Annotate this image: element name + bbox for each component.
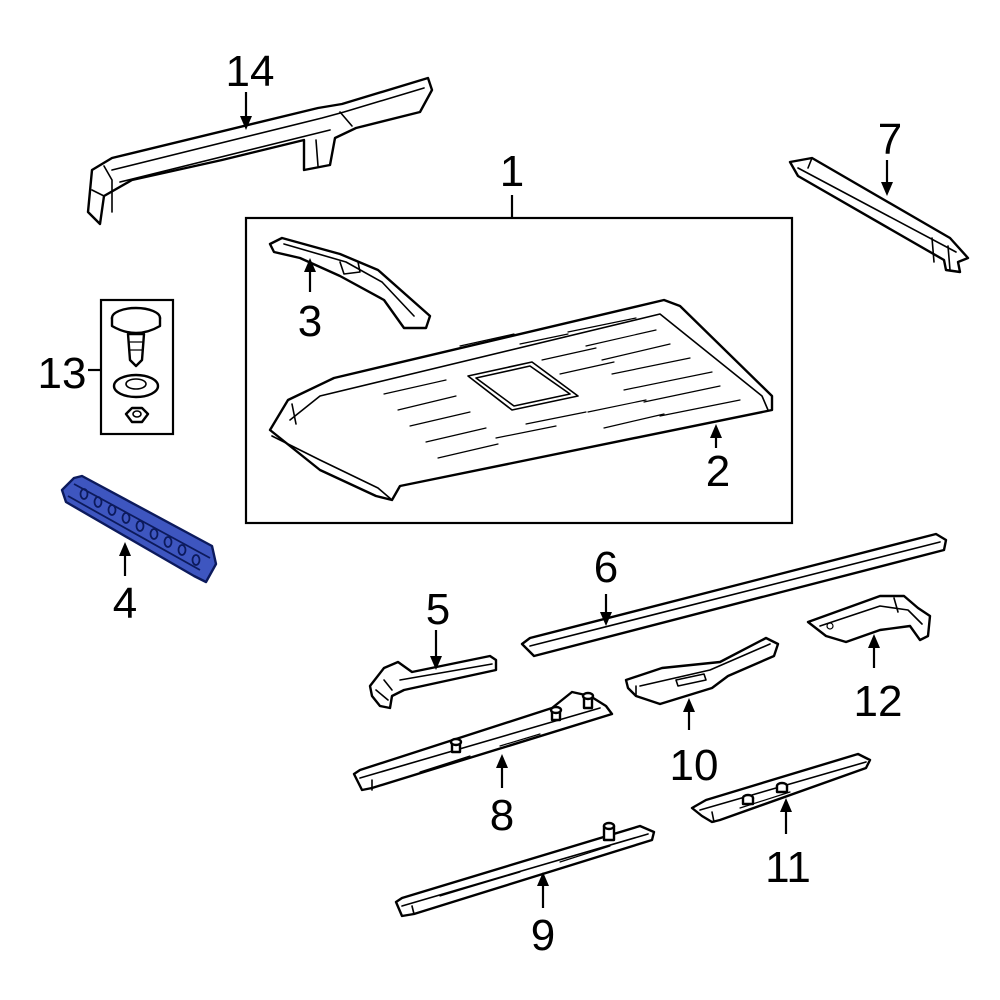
callout-10: 10	[670, 741, 719, 790]
callout-13: 13	[38, 349, 87, 398]
part-5-rail-bracket[interactable]	[368, 654, 498, 710]
callout-3: 3	[298, 297, 322, 346]
assembly-1-box	[244, 216, 794, 525]
part-4-highlighted-bow[interactable]	[60, 474, 218, 584]
part-6-side-rail[interactable]	[520, 532, 948, 658]
callout-labels: 1 2 3 4 5 6 7 8 9 10 11 12 13 14	[38, 47, 903, 960]
part-9-lower-rail[interactable]	[394, 821, 656, 918]
leader-lines	[88, 92, 893, 908]
callout-6: 6	[594, 543, 618, 592]
callout-11: 11	[765, 843, 811, 892]
callout-2: 2	[706, 447, 730, 496]
callout-8: 8	[490, 791, 514, 840]
part-12-corner-bracket[interactable]	[806, 594, 932, 644]
part-10-reinforcement[interactable]	[624, 636, 780, 706]
part-8-stud-rail[interactable]	[352, 690, 614, 792]
part-7-rear-roof-rail[interactable]	[788, 156, 970, 274]
part-11-small-rail[interactable]	[690, 752, 872, 824]
part-3-roof-header[interactable]	[268, 236, 432, 330]
part-13-fastener-kit[interactable]	[99, 298, 175, 436]
callout-12: 12	[854, 677, 903, 726]
callout-9: 9	[531, 911, 555, 960]
part-14-roof-rail[interactable]	[86, 76, 434, 226]
callout-1: 1	[500, 147, 524, 196]
callout-5: 5	[426, 585, 450, 634]
callout-14: 14	[226, 47, 275, 96]
callout-4: 4	[113, 579, 137, 628]
part-2-roof-panel[interactable]	[268, 298, 774, 502]
callout-7: 7	[878, 115, 902, 164]
